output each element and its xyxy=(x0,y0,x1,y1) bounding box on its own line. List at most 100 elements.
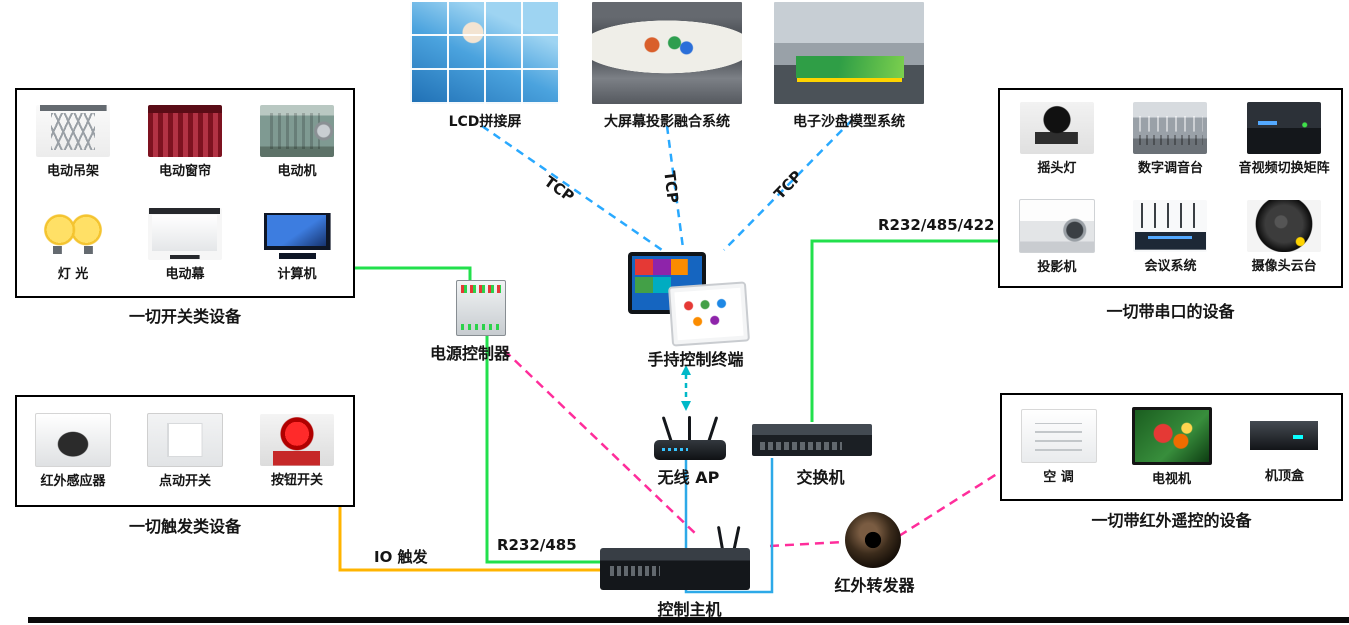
electric-screen-icon xyxy=(148,207,222,260)
sandtable-photo xyxy=(774,2,924,104)
device-item: 摄像头云台 xyxy=(1247,199,1322,274)
device-label: 电视机 xyxy=(1151,472,1191,487)
switch-devices-title: 一切开关类设备 xyxy=(128,307,241,326)
moving-head-light-icon xyxy=(1019,101,1094,154)
device-item: 按钮开关 xyxy=(260,414,334,488)
display-system: 电子沙盘模型系统 xyxy=(774,2,924,131)
serial-right-label: R232/485/422 xyxy=(878,216,995,234)
electric-curtain-icon xyxy=(148,104,222,157)
power-to-host-line xyxy=(485,334,600,564)
antenna-icon xyxy=(732,525,741,551)
device-label: 数字调音台 xyxy=(1137,160,1203,176)
set-top-box-icon xyxy=(1247,410,1322,462)
projection-photo xyxy=(592,2,742,104)
device-item: 电动吊架 xyxy=(36,104,110,179)
device-item: 数字调音台 xyxy=(1133,101,1208,176)
antenna-icon xyxy=(716,525,725,551)
switch-devices-box: 电动吊架 电动窗帘 电动机 灯 光 电动幕 计算机 xyxy=(15,88,355,298)
projector-icon xyxy=(1018,198,1095,253)
device-label: 灯 光 xyxy=(57,266,89,282)
display-system: 大屏幕投影融合系统 xyxy=(592,2,742,131)
control-host-icon xyxy=(600,525,750,590)
device-label: 电动幕 xyxy=(165,266,205,282)
power-controller-icon xyxy=(456,280,506,336)
device-label: 会议系统 xyxy=(1144,258,1197,274)
device-label: 电动窗帘 xyxy=(158,163,211,179)
control-host-label: 控制主机 xyxy=(657,600,722,619)
handheld-terminal-label: 手持控制终端 xyxy=(647,350,744,369)
host-body xyxy=(600,548,750,590)
computer-icon xyxy=(260,207,334,260)
device-item: 灯 光 xyxy=(36,207,110,282)
jog-switch-icon xyxy=(147,413,223,467)
tcp-label-3: TCP xyxy=(770,167,806,203)
electric-motor-icon xyxy=(260,104,334,157)
device-label: 空 调 xyxy=(1043,470,1074,485)
lcd-wall-photo xyxy=(410,2,560,104)
device-item: 机顶盒 xyxy=(1247,410,1322,484)
tcp-label-1: TCP xyxy=(540,172,578,206)
tv-icon xyxy=(1131,407,1212,465)
trigger-devices-grid: 红外感应器 点动开关 按钮开关 xyxy=(17,397,353,505)
device-label: 点动开关 xyxy=(158,474,211,489)
device-label: 电动机 xyxy=(277,163,317,179)
serial-devices-box: 摇头灯 数字调音台 音视频切换矩阵 投影机 会议系统 摄像头云台 xyxy=(998,88,1343,288)
device-label: 电动吊架 xyxy=(46,163,99,179)
handheld-terminal-icon xyxy=(628,252,750,347)
device-item: 空 调 xyxy=(1020,409,1097,485)
tcp-label-2: TCP xyxy=(660,169,683,205)
device-label: 摄像头云台 xyxy=(1251,258,1317,274)
serial-host-label: R232/485 xyxy=(497,536,577,554)
network-switch-icon xyxy=(752,424,872,456)
air-conditioner-icon xyxy=(1020,409,1097,463)
device-item: 红外感应器 xyxy=(35,413,111,489)
electric-lift-icon xyxy=(36,104,110,157)
repeater-to-ir-devices-dashed xyxy=(898,470,1001,538)
bottom-border xyxy=(28,617,1349,623)
display-system-label: LCD拼接屏 xyxy=(448,114,522,130)
ir-repeater-label: 红外转发器 xyxy=(834,576,915,595)
device-item: 电动窗帘 xyxy=(148,104,222,179)
device-item: 会议系统 xyxy=(1133,199,1208,274)
ir-devices-box: 空 调 电视机 机顶盒 xyxy=(1000,393,1343,501)
ir-devices-title: 一切带红外遥控的设备 xyxy=(1091,511,1252,530)
ptz-camera-icon xyxy=(1247,199,1322,252)
conference-system-icon xyxy=(1133,199,1208,252)
device-item: 电视机 xyxy=(1131,407,1212,487)
display-systems-row: LCD拼接屏 大屏幕投影融合系统 电子沙盘模型系统 xyxy=(410,2,924,131)
device-item: 电动幕 xyxy=(148,207,222,282)
device-item: 点动开关 xyxy=(147,413,223,489)
light-bulbs-icon xyxy=(36,207,110,260)
power-controller-label: 电源控制器 xyxy=(429,344,510,363)
ir-repeater-icon xyxy=(845,512,901,568)
io-trigger-label: IO 触发 xyxy=(374,548,428,566)
serial-devices-grid: 摇头灯 数字调音台 音视频切换矩阵 投影机 会议系统 摄像头云台 xyxy=(1000,90,1341,286)
ap-body xyxy=(654,440,726,460)
display-system-label: 大屏幕投影融合系统 xyxy=(604,114,730,130)
device-label: 计算机 xyxy=(277,266,317,282)
pir-sensor-icon xyxy=(35,413,111,467)
digital-mixer-icon xyxy=(1133,101,1208,154)
host-to-repeater-dashed xyxy=(769,540,844,548)
push-button-icon xyxy=(260,414,334,466)
switch-devices-grid: 电动吊架 电动窗帘 电动机 灯 光 电动幕 计算机 xyxy=(17,90,353,296)
device-label: 摇头灯 xyxy=(1037,160,1077,176)
antenna-icon xyxy=(688,416,691,444)
serial-devices-title: 一切带串口的设备 xyxy=(1106,302,1235,321)
device-item: 投影机 xyxy=(1018,198,1095,275)
wireless-ap-icon xyxy=(654,414,726,460)
device-item: 音视频切换矩阵 xyxy=(1238,101,1330,176)
display-system: LCD拼接屏 xyxy=(410,2,560,131)
device-label: 音视频切换矩阵 xyxy=(1238,160,1330,176)
ir-devices-grid: 空 调 电视机 机顶盒 xyxy=(1002,395,1341,499)
av-matrix-icon xyxy=(1247,101,1322,154)
network-switch-label: 交换机 xyxy=(796,468,845,487)
trigger-devices-box: 红外感应器 点动开关 按钮开关 xyxy=(15,395,355,507)
trigger-devices-title: 一切触发类设备 xyxy=(128,517,241,536)
serial-devices-line xyxy=(810,239,998,422)
device-label: 红外感应器 xyxy=(40,474,106,489)
wifi-arrow-down xyxy=(681,401,691,411)
device-label: 机顶盒 xyxy=(1264,469,1304,484)
display-system-label: 电子沙盘模型系统 xyxy=(793,114,905,130)
